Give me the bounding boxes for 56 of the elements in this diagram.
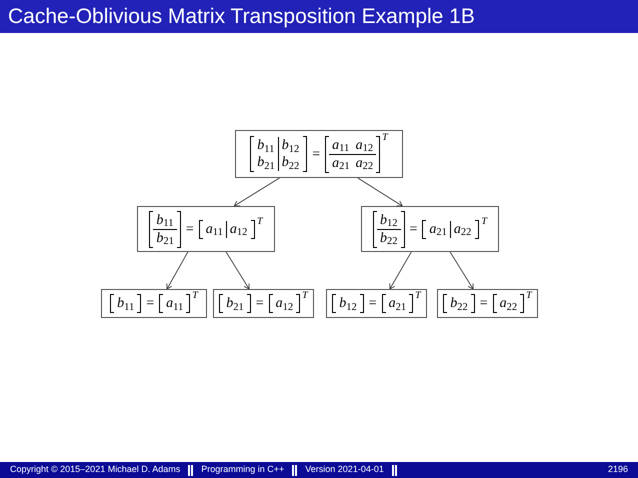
transpose-superscript: T	[526, 291, 532, 301]
transpose-superscript: T	[192, 291, 198, 301]
arrow	[450, 252, 474, 290]
matrix-entry: b$_{12}$	[338, 295, 358, 312]
matrix-entry: b$_{11}$	[254, 137, 279, 154]
equals-sign: =	[312, 146, 320, 164]
transpose-superscript: T	[481, 216, 487, 226]
formula-box	[213, 289, 314, 318]
page-number: 2196	[608, 463, 628, 476]
matrix-entry: b$_{12}$	[377, 212, 401, 230]
matrix-entry: a$_{22}$	[498, 295, 518, 312]
matrix-entry: b$_{12}$	[280, 137, 300, 154]
transpose-superscript: T	[382, 132, 388, 142]
matrix-entry: a$_{11}$	[329, 136, 353, 154]
matrix-entry: b$_{21}$	[254, 154, 279, 171]
equals-sign: =	[480, 295, 488, 313]
arrow	[357, 178, 403, 206]
matrix-entry: a$_{11}$	[202, 220, 227, 238]
arrow	[234, 178, 280, 206]
arrow	[166, 252, 188, 290]
matrix-entry: a$_{12}$	[274, 295, 294, 312]
formula-box	[361, 206, 499, 252]
matrix-entry: b$_{21}$	[225, 295, 245, 312]
matrix-entry: a$_{12}$	[228, 220, 248, 238]
arrow	[389, 252, 412, 290]
matrix-entry: b$_{22}$	[280, 154, 300, 171]
equals-sign: =	[186, 220, 194, 238]
matrix-entry: a$_{22}$	[354, 154, 374, 172]
footer-text: Version 2021-04-01	[305, 463, 384, 476]
formula-box	[437, 289, 538, 318]
matrix-entry: a$_{12}$	[352, 136, 376, 154]
transpose-superscript: T	[257, 216, 263, 226]
matrix-entry: a$_{21}$	[388, 295, 408, 312]
transpose-superscript: T	[415, 291, 421, 301]
formula-box	[137, 206, 275, 252]
equals-sign: =	[410, 220, 418, 238]
equals-sign: =	[146, 295, 154, 313]
matrix-entry: a$_{21}$	[331, 154, 351, 172]
transpose-superscript: T	[302, 291, 308, 301]
footer-text: Copyright © 2015–2021 Michael D. Adams	[10, 463, 180, 476]
arrow	[226, 252, 250, 290]
formula-box	[101, 289, 207, 318]
matrix-entry: a$_{22}$	[452, 220, 472, 238]
matrix-entry: b$_{11}$	[116, 295, 136, 312]
formula-box	[235, 130, 403, 178]
equals-sign: =	[368, 295, 377, 313]
footer-text: Programming in C++	[201, 463, 284, 476]
matrix-entry: b$_{21}$	[155, 230, 175, 246]
slide-title: Cache-Oblivious Matrix Transposition Example 1B	[8, 4, 475, 30]
formula-box	[326, 289, 427, 318]
equals-sign: =	[256, 295, 264, 313]
matrix-entry: b$_{22}$	[379, 230, 399, 246]
matrix-entry: a$_{21}$	[426, 220, 451, 238]
matrix-entry: b$_{11}$	[153, 212, 177, 230]
matrix-entry: a$_{11}$	[165, 295, 184, 312]
matrix-entry: b$_{22}$	[449, 295, 469, 312]
